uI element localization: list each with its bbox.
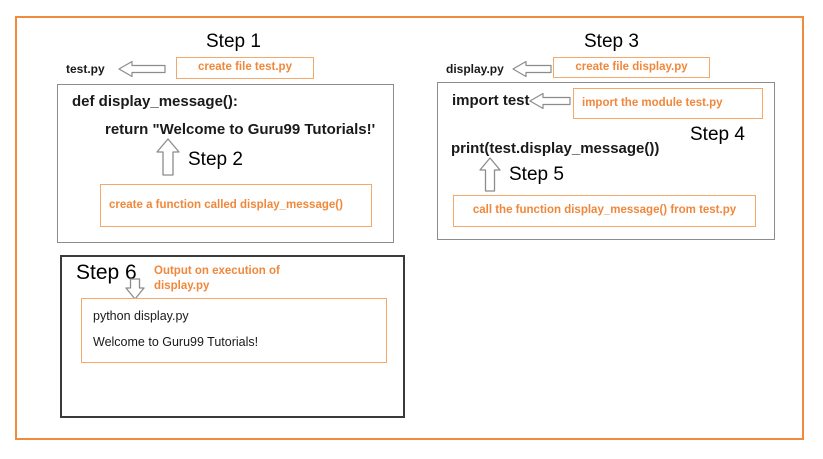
arrow-up-icon bbox=[155, 138, 181, 176]
outer-frame bbox=[15, 16, 804, 440]
file-label-display-py: display.py bbox=[446, 62, 504, 76]
step-4-label: Step 4 bbox=[690, 124, 745, 145]
terminal-output-box: python display.py Welcome to Guru99 Tuto… bbox=[81, 298, 387, 363]
terminal-command-line: python display.py bbox=[93, 309, 189, 323]
arrow-up-icon bbox=[478, 157, 502, 192]
callout-call-function: call the function display_message() from… bbox=[453, 195, 756, 227]
code-line-return-welcome: return "Welcome to Guru99 Tutorials!' bbox=[105, 121, 376, 138]
step-3-label: Step 3 bbox=[584, 31, 639, 52]
arrow-down-icon bbox=[124, 278, 146, 300]
callout-import-module: import the module test.py bbox=[573, 88, 763, 119]
step-6-label: Step 6 bbox=[76, 261, 137, 284]
code-line-import-test: import test bbox=[452, 92, 530, 109]
file-label-test-py: test.py bbox=[66, 62, 105, 76]
callout-create-file-display: create file display.py bbox=[553, 57, 710, 78]
output-note-text: Output on execution of display.py bbox=[154, 265, 280, 292]
terminal-output-line: Welcome to Guru99 Tutorials! bbox=[93, 335, 259, 349]
step-2-label: Step 2 bbox=[188, 149, 243, 170]
step-5-label: Step 5 bbox=[509, 164, 564, 185]
code-line-print-display-message: print(test.display_message()) bbox=[451, 140, 660, 157]
callout-create-file-test: create file test.py bbox=[176, 57, 314, 79]
step-1-label: Step 1 bbox=[206, 31, 261, 52]
arrow-left-icon bbox=[512, 60, 552, 78]
arrow-left-icon bbox=[118, 60, 166, 78]
arrow-left-icon bbox=[529, 92, 571, 110]
callout-create-function: create a function called display_message… bbox=[100, 184, 372, 227]
code-line-def-display-message: def display_message(): bbox=[72, 93, 238, 110]
